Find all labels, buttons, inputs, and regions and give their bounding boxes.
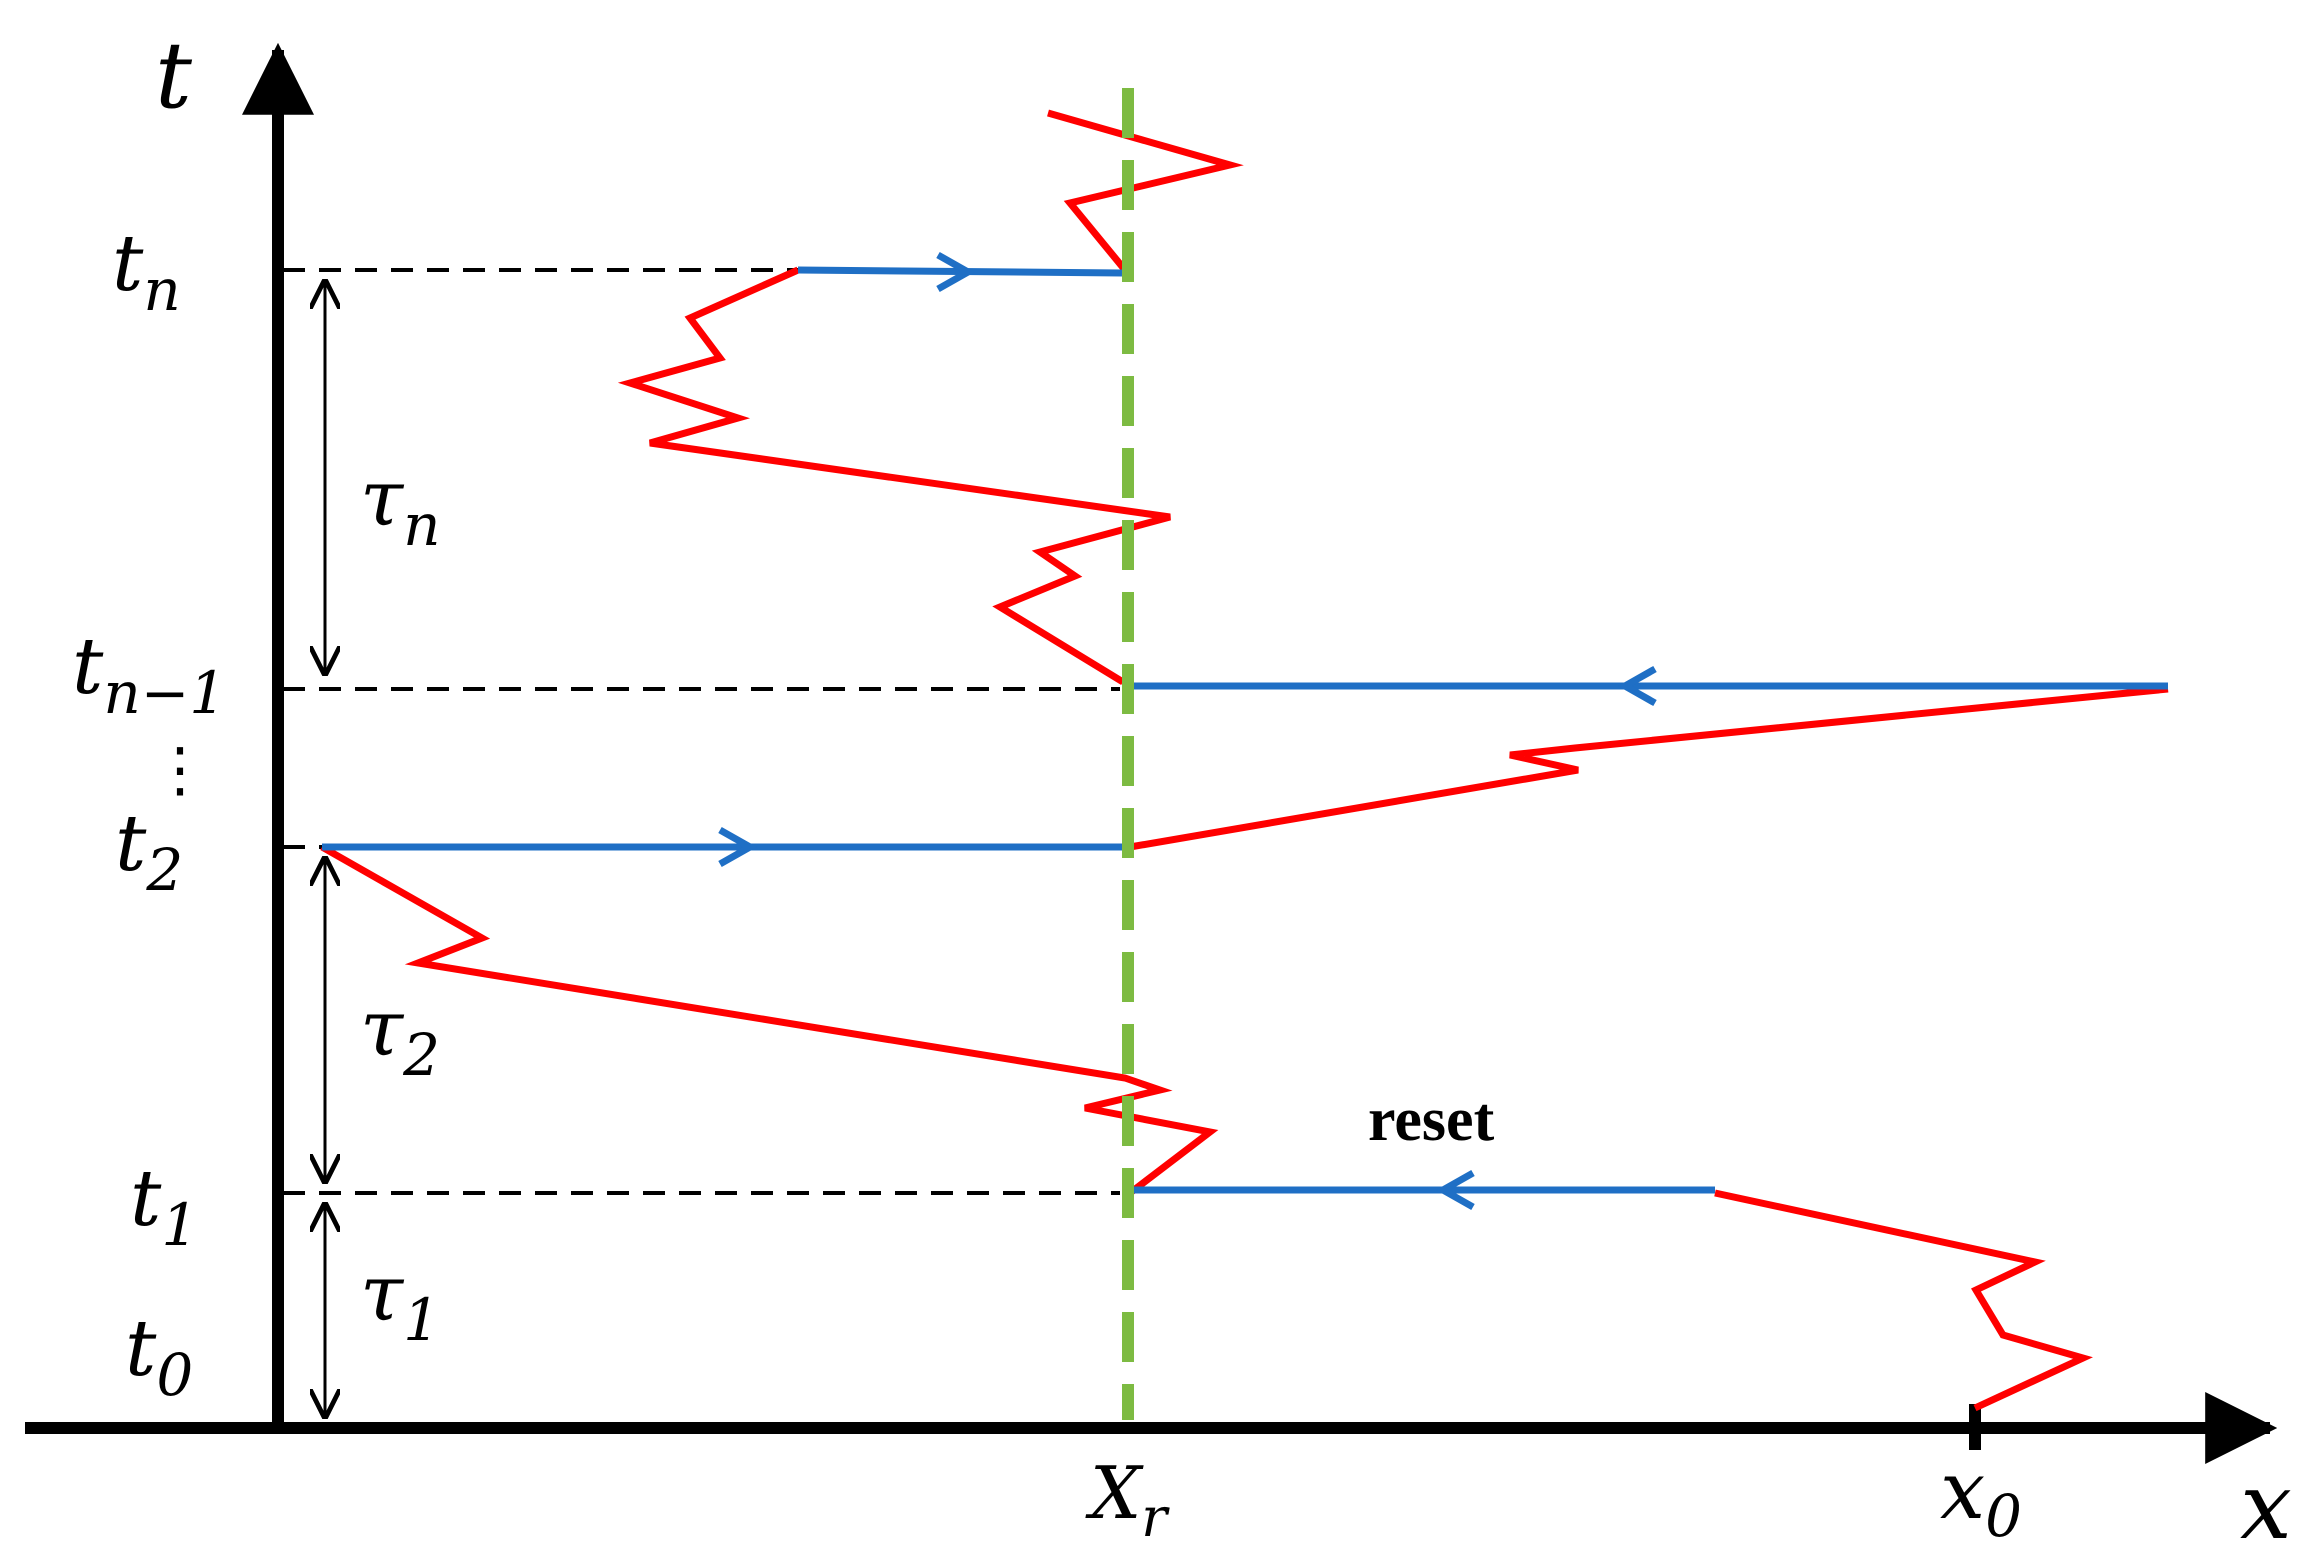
reset-annotation: reset — [1368, 1086, 1495, 1154]
trajectory-segment-2 — [320, 843, 1219, 1196]
trajectory-segment-1 — [1714, 1189, 2093, 1412]
reset-path-tn-arrowhead — [936, 251, 976, 293]
reset-path-t2-arrowhead — [718, 826, 758, 868]
t-axis-label: t — [155, 22, 193, 129]
reset-path-t1-arrowhead — [1435, 1169, 1475, 1211]
label-dots: ⋮ — [150, 735, 210, 805]
label-tn-1: tn−1 — [72, 622, 226, 727]
trajectory — [320, 109, 2169, 1412]
label-tau-2: τ2 — [360, 984, 440, 1089]
reset-path-tn-1-arrowhead — [1617, 665, 1657, 707]
label-tau-1: τ1 — [360, 1249, 440, 1354]
x-axis-label: x — [2240, 1453, 2292, 1560]
trajectory-segment-4 — [617, 266, 1171, 685]
label-Xr: Xr — [1085, 1451, 1170, 1549]
label-t0: t0 — [125, 1304, 193, 1409]
reset-paths — [322, 251, 2168, 1211]
trajectory-segment-5 — [1047, 109, 1244, 273]
trajectory-segment-3 — [1129, 685, 2169, 851]
label-t1: t1 — [130, 1154, 198, 1259]
time-guide-lines — [283, 268, 1120, 1195]
reset-path-tn — [797, 266, 1123, 277]
label-x0: x0 — [1940, 1444, 2022, 1550]
label-t2: t2 — [115, 799, 183, 904]
label-tn: tn — [112, 219, 181, 324]
label-tau-n: τn — [360, 454, 441, 559]
